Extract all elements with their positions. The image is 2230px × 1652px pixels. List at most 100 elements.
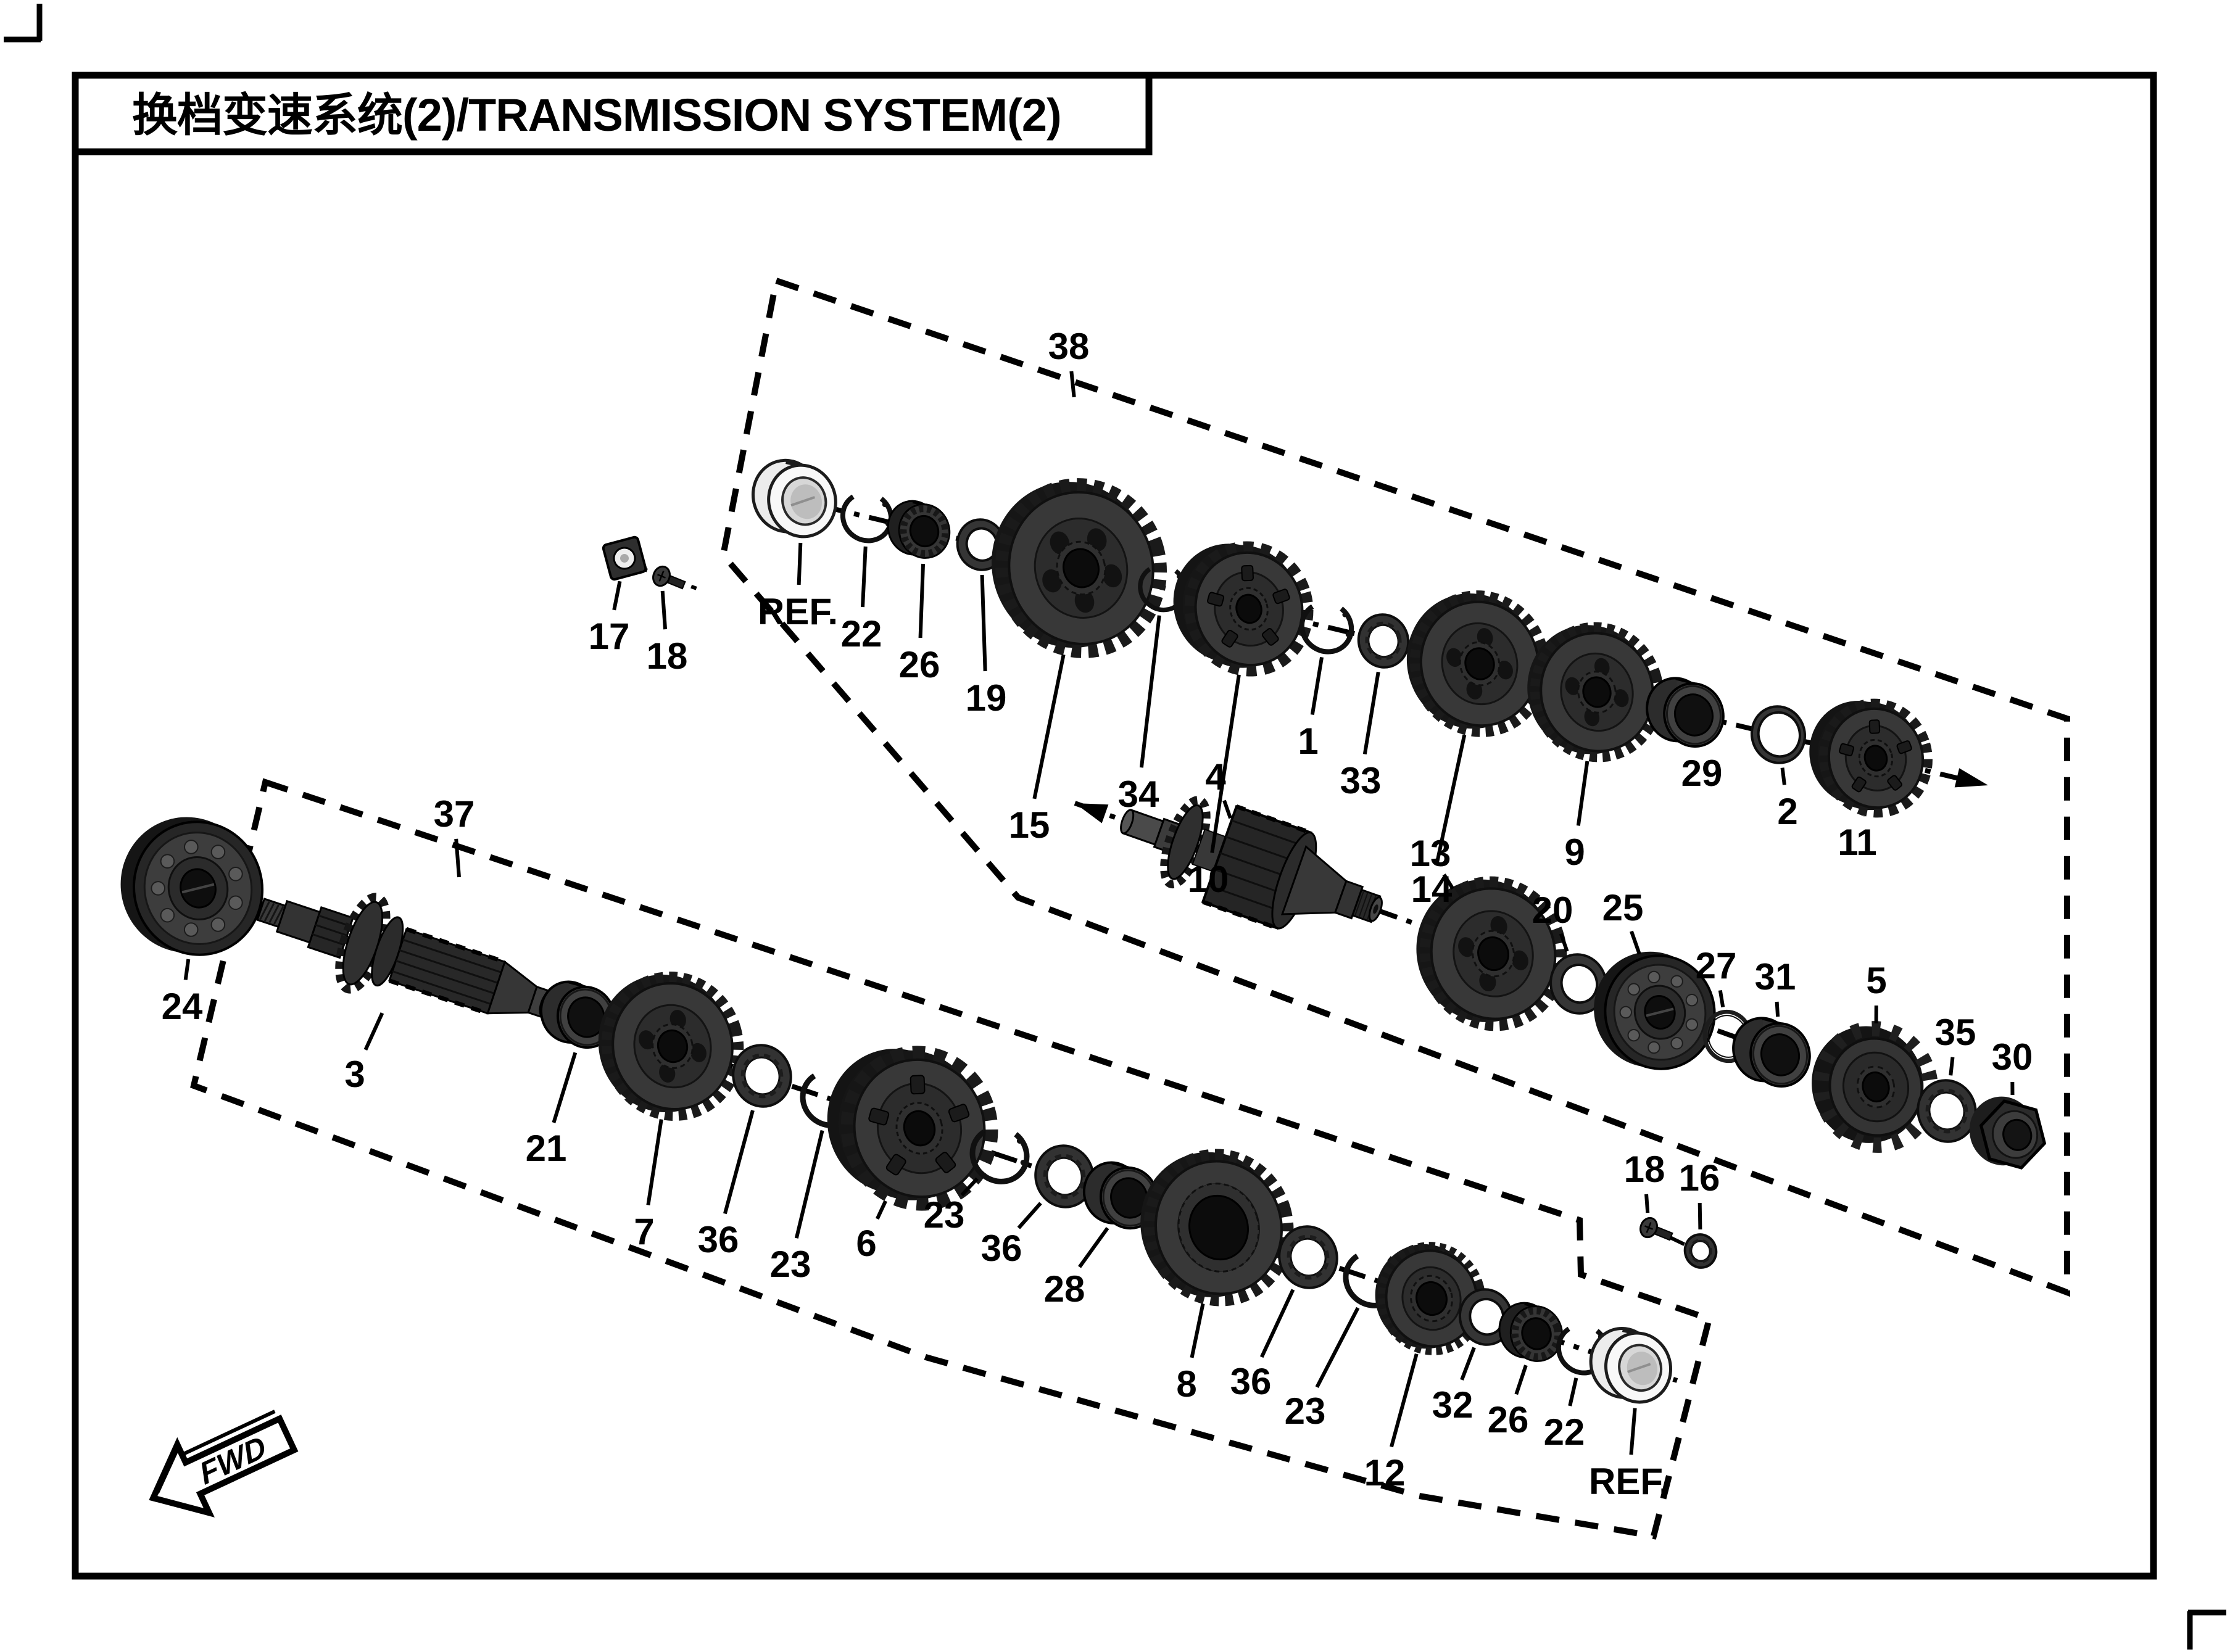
callout-p26a: 26 bbox=[899, 644, 940, 685]
callout-p36a: 36 bbox=[698, 1219, 739, 1260]
assembly-boundary-37 bbox=[190, 778, 1713, 1540]
callout-p5: 5 bbox=[1866, 960, 1886, 1001]
callout-boundary-37-leader bbox=[454, 838, 461, 878]
callout-p12-leader bbox=[1390, 1353, 1419, 1448]
fwd-arrow-3d-edge bbox=[155, 1410, 276, 1493]
page-title: 换档变速系统(2)/TRANSMISSION SYSTEM(2) bbox=[132, 89, 1061, 141]
callout-p23b: 23 bbox=[924, 1194, 965, 1236]
callout-p22b-leader bbox=[1568, 1377, 1578, 1406]
callout-p36a-leader bbox=[723, 1110, 755, 1215]
callout-p18a: 18 bbox=[647, 635, 688, 677]
part-15-gear bbox=[992, 478, 1167, 658]
part-30-nut bbox=[1969, 1096, 2047, 1170]
callout-p23b-leader bbox=[960, 1177, 979, 1197]
callout-p32: 32 bbox=[1432, 1384, 1474, 1426]
part-2-washer bbox=[1750, 705, 1807, 764]
part-36-splinewasher bbox=[732, 1044, 792, 1108]
part-29-bushing bbox=[1646, 677, 1725, 748]
callout-p33: 33 bbox=[1340, 760, 1382, 801]
callout-p23c-leader bbox=[1315, 1307, 1360, 1389]
callout-boundary-38: 38 bbox=[1048, 326, 1090, 367]
part-35-splinewasher bbox=[1917, 1079, 1977, 1143]
callout-p7: 7 bbox=[634, 1211, 654, 1252]
part-9-gear bbox=[1527, 622, 1664, 762]
part-10-doggear bbox=[1173, 541, 1314, 677]
part-16-splinewasher bbox=[1683, 1233, 1718, 1269]
callout-p27-leader bbox=[1718, 989, 1725, 1008]
part-18-screw bbox=[1639, 1216, 1673, 1241]
part-20-washer bbox=[1549, 953, 1607, 1015]
callout-p7-leader bbox=[646, 1119, 663, 1205]
callout-p21-leader bbox=[552, 1052, 578, 1123]
callout-p36c-leader bbox=[1259, 1289, 1295, 1358]
centerline-arrowhead bbox=[1075, 803, 1109, 824]
part-14-gear bbox=[1406, 590, 1550, 737]
part-24-bearing bbox=[120, 817, 264, 956]
callout-p16-leader bbox=[1697, 1202, 1702, 1230]
callout-p36c: 36 bbox=[1230, 1361, 1272, 1402]
callout-pref1: REF. bbox=[758, 591, 838, 632]
callout-p16: 16 bbox=[1679, 1157, 1720, 1199]
callout-p23a-leader bbox=[794, 1130, 824, 1239]
callout-p9: 9 bbox=[1564, 832, 1585, 873]
callout-p15-leader bbox=[1032, 654, 1066, 799]
part-7-gear bbox=[598, 971, 744, 1121]
callout-p18b-leader bbox=[1644, 1194, 1650, 1213]
part-8-gear bbox=[1140, 1149, 1294, 1307]
callout-p31-leader bbox=[1775, 1001, 1780, 1017]
callout-p8-leader bbox=[1190, 1303, 1205, 1358]
callout-p4-leader bbox=[1222, 799, 1232, 819]
part-17-plate bbox=[602, 535, 647, 581]
part-6-doggear bbox=[827, 1046, 998, 1211]
callout-p1: 1 bbox=[1298, 721, 1318, 762]
callout-p23a: 23 bbox=[770, 1244, 811, 1285]
callout-p33-leader bbox=[1362, 671, 1380, 755]
assembly-boundary-38 bbox=[719, 276, 2070, 1297]
callout-p26b: 26 bbox=[1488, 1399, 1529, 1440]
callout-p25-leader bbox=[1630, 930, 1641, 955]
callout-p10-leader bbox=[1210, 674, 1241, 853]
callout-p6-leader bbox=[875, 1200, 887, 1220]
callout-p8: 8 bbox=[1176, 1363, 1196, 1405]
registration-mark-bottom-right bbox=[2187, 1609, 2226, 1650]
part-36-splinewasher bbox=[1278, 1225, 1338, 1289]
callout-p2-leader bbox=[1780, 767, 1786, 785]
centerline-arrowhead bbox=[1954, 768, 1988, 788]
title-box bbox=[72, 72, 1153, 155]
callout-p35: 35 bbox=[1935, 1012, 1976, 1053]
callout-p29: 29 bbox=[1681, 753, 1723, 794]
callout-p24-leader bbox=[183, 959, 191, 980]
callout-p28-leader bbox=[1078, 1226, 1109, 1268]
callout-p22a: 22 bbox=[841, 613, 882, 655]
part-5-sprocket bbox=[1812, 1021, 1939, 1153]
callout-p26a-leader bbox=[918, 563, 926, 638]
callout-p20: 20 bbox=[1532, 890, 1573, 931]
part-13-gear bbox=[1416, 876, 1567, 1031]
callout-pref2-leader bbox=[1629, 1408, 1637, 1455]
callout-p32-leader bbox=[1460, 1347, 1476, 1381]
registration-mark-top-left bbox=[4, 4, 43, 43]
callout-p35-leader bbox=[1949, 1057, 1955, 1076]
callout-pref1-leader bbox=[797, 542, 803, 585]
callout-p4: 4 bbox=[1205, 756, 1226, 798]
callout-boundary-37: 37 bbox=[434, 793, 475, 835]
part-REF-ringlight bbox=[751, 458, 837, 539]
part-26-needle bbox=[1498, 1302, 1564, 1362]
callout-p30: 30 bbox=[1992, 1036, 2033, 1078]
callout-p1-leader bbox=[1310, 656, 1324, 716]
callout-p3: 3 bbox=[344, 1054, 365, 1095]
callout-p24: 24 bbox=[162, 986, 203, 1027]
callout-p13-leader bbox=[1442, 873, 1455, 890]
callout-p14-leader bbox=[1435, 734, 1467, 864]
part-REF-ringlight bbox=[1589, 1326, 1673, 1404]
part-12-gear bbox=[1375, 1242, 1486, 1355]
callout-p15: 15 bbox=[1009, 804, 1050, 846]
part-11-doggear bbox=[1809, 698, 1933, 818]
callout-p10: 10 bbox=[1188, 859, 1229, 900]
part-18-screw bbox=[652, 565, 686, 590]
callout-p36b: 36 bbox=[981, 1228, 1022, 1269]
callout-p34: 34 bbox=[1118, 774, 1159, 815]
part-33-splinewasher bbox=[1357, 613, 1410, 669]
